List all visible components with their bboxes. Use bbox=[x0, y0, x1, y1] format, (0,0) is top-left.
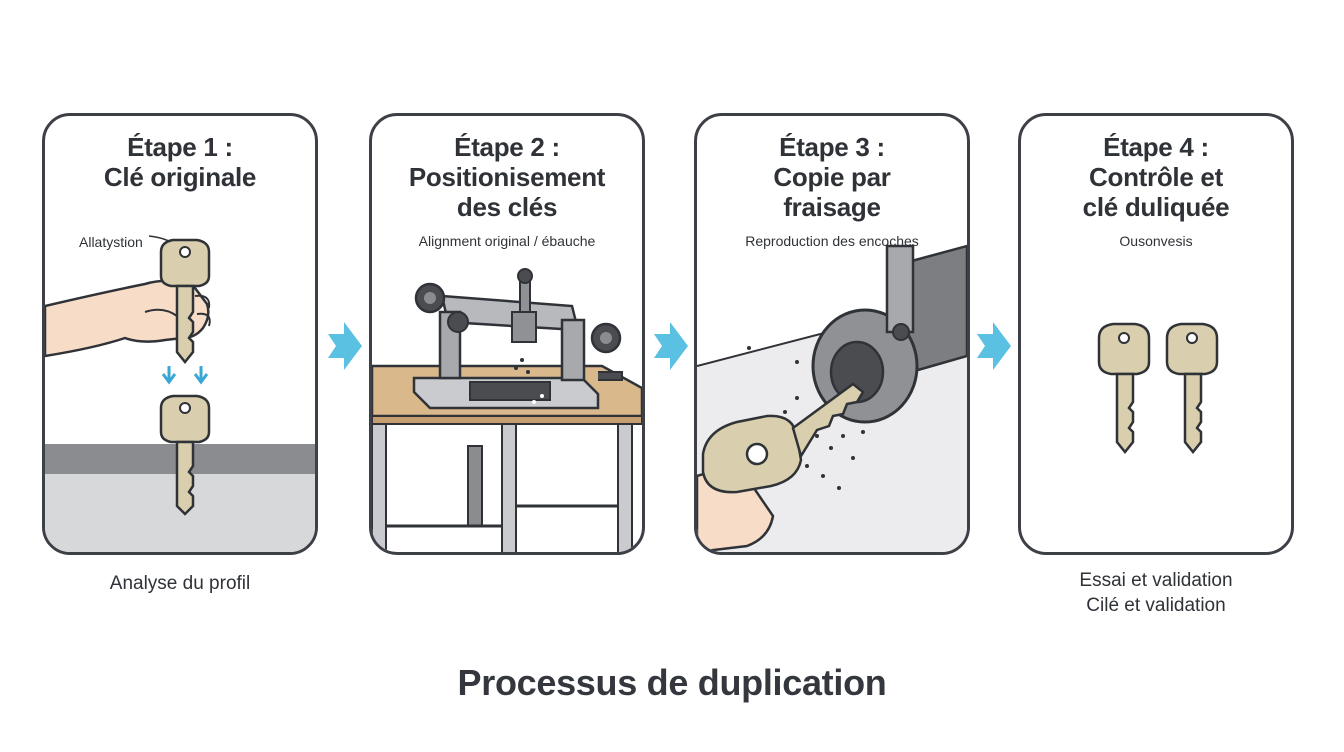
hand-icon bbox=[45, 279, 211, 358]
original-key-icon bbox=[159, 238, 211, 365]
step-4-caption: Essai et validation Cilé et validation bbox=[1018, 568, 1294, 618]
step-4-caption-line-1: Essai et validation bbox=[1079, 570, 1233, 591]
step-card-2: Étape 2 : Positionisement des clés Align… bbox=[369, 113, 645, 555]
step-1-subtitle: Allatystion bbox=[79, 234, 143, 250]
step-1-title-line-2: Clé originale bbox=[103, 162, 257, 192]
step-4-title: Étape 4 : Contrôle et clé duliquée bbox=[1021, 132, 1291, 222]
step-4-title-line-1: Étape 4 : bbox=[1103, 132, 1209, 162]
step-3-illustration bbox=[697, 244, 967, 552]
step-2-subtitle: Alignment original / ébauche bbox=[418, 233, 596, 249]
step-3-title-line-3: fraisage bbox=[783, 192, 881, 222]
key-icon bbox=[159, 394, 211, 516]
step-3-title: Étape 3 : Copie par fraisage bbox=[697, 132, 967, 222]
step-card-4: Étape 4 : Contrôle et clé duliquée Ouson… bbox=[1018, 113, 1294, 555]
key-icon bbox=[701, 382, 865, 494]
step-2-illustration bbox=[372, 268, 642, 552]
step-2-title-line-1: Étape 2 : bbox=[454, 132, 560, 162]
arrow-right-icon bbox=[977, 322, 1011, 370]
key-cutting-machine-icon bbox=[412, 268, 623, 410]
step-1-caption-line-1: Analyse du profil bbox=[109, 573, 251, 594]
step-card-1: Étape 1 : Clé originale Allatystion bbox=[42, 113, 318, 555]
step-3-title-line-1: Étape 3 : bbox=[779, 132, 885, 162]
diagram-title: Processus de duplication bbox=[457, 662, 887, 703]
step-4-illustration bbox=[1097, 322, 1219, 455]
arrow-right-icon bbox=[328, 322, 362, 370]
step-1-caption: Analyse du profil bbox=[42, 571, 318, 596]
step-2-title-line-3: des clés bbox=[456, 192, 558, 222]
step-1-title-line-1: Étape 1 : bbox=[127, 132, 233, 162]
step-4-title-line-2: Contrôle et bbox=[1089, 162, 1223, 192]
step-card-3: Étape 3 : Copie par fraisage Reproductio… bbox=[694, 113, 970, 555]
step-4-subtitle: Ousonvesis bbox=[1119, 233, 1193, 249]
metal-shavings bbox=[747, 346, 865, 490]
step-3-title-line-2: Copie par bbox=[773, 162, 891, 192]
step-3-subtitle: Reproduction des encoches bbox=[745, 233, 919, 249]
step-4-title-line-3: clé duliquée bbox=[1082, 192, 1230, 222]
original-key-icon bbox=[1097, 322, 1151, 455]
step-4-caption-line-2: Cilé et validation bbox=[1086, 595, 1226, 616]
step-1-title: Étape 1 : Clé originale bbox=[45, 132, 315, 192]
arrow-right-icon bbox=[654, 322, 688, 370]
step-1-illustration bbox=[45, 235, 315, 552]
duplicate-key-icon bbox=[1165, 322, 1219, 455]
step-2-title: Étape 2 : Positionisement des clés bbox=[372, 132, 642, 222]
arrow-down-icon bbox=[161, 366, 209, 385]
step-2-title-line-2: Positionisement bbox=[408, 162, 606, 192]
